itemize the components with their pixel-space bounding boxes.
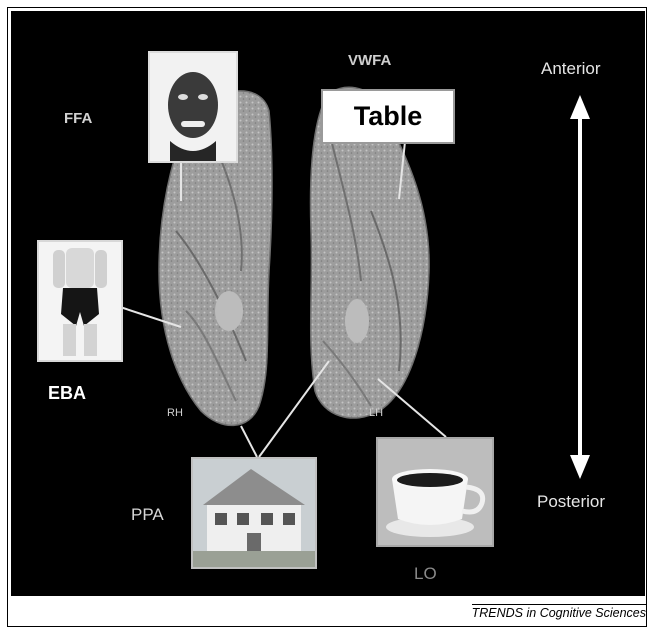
face-photo-icon xyxy=(148,51,238,163)
house-photo-icon xyxy=(191,457,317,569)
source-footer: TRENDS in Cognitive Sciences xyxy=(472,604,646,620)
vwfa-label: VWFA xyxy=(348,52,391,69)
posterior-label: Posterior xyxy=(537,492,605,512)
anterior-posterior-arrow xyxy=(570,95,590,479)
anterior-label: Anterior xyxy=(541,59,601,79)
coffee-cup-photo-icon xyxy=(376,437,494,547)
lh-label: LH xyxy=(369,407,383,419)
eba-label: EBA xyxy=(48,383,86,404)
figure-panel: Table xyxy=(11,11,645,596)
table-word-box: Table xyxy=(321,89,455,144)
ffa-label: FFA xyxy=(64,110,92,127)
lo-label: LO xyxy=(414,564,437,584)
body-photo-icon xyxy=(37,240,123,362)
ppa-label: PPA xyxy=(131,505,164,525)
table-word: Table xyxy=(354,101,423,132)
rh-label: RH xyxy=(167,407,183,419)
